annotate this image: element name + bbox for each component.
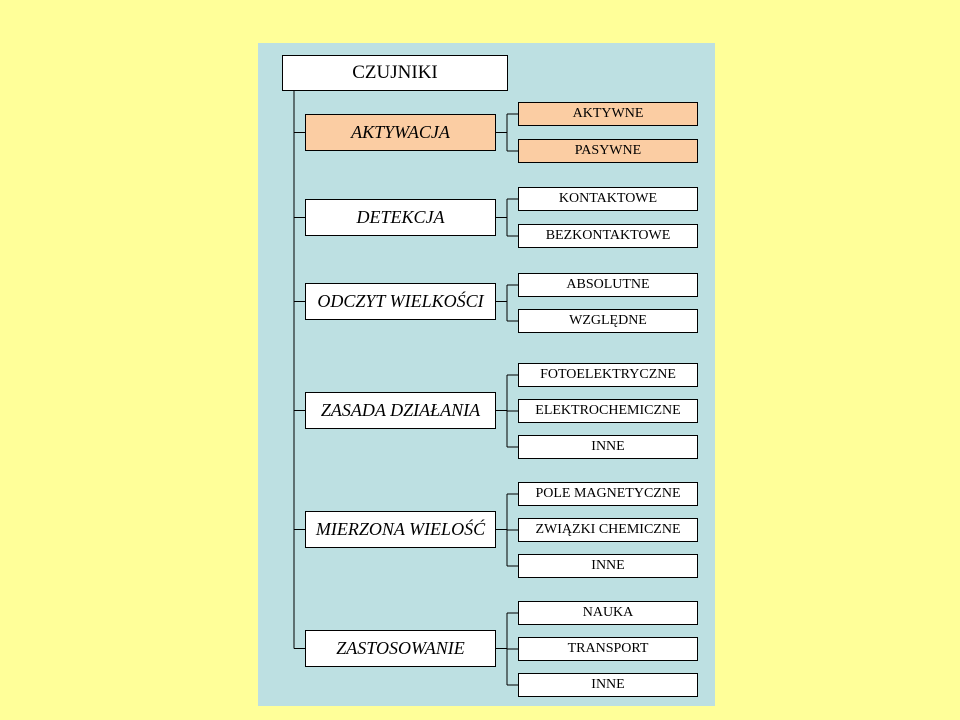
category-node: ZASADA DZIAŁANIA	[305, 392, 496, 429]
leaf-node: NAUKA	[518, 601, 698, 625]
leaf-node: FOTOELEKTRYCZNE	[518, 363, 698, 387]
leaf-node: PASYWNE	[518, 139, 698, 163]
leaf-node: KONTAKTOWE	[518, 187, 698, 211]
leaf-node: POLE MAGNETYCZNE	[518, 482, 698, 506]
leaf-node: INNE	[518, 554, 698, 578]
leaf-node: INNE	[518, 673, 698, 697]
leaf-node: ZWIĄZKI CHEMICZNE	[518, 518, 698, 542]
category-node: DETEKCJA	[305, 199, 496, 236]
category-node: MIERZONA WIELOŚĆ	[305, 511, 496, 548]
leaf-node: INNE	[518, 435, 698, 459]
category-node: ZASTOSOWANIE	[305, 630, 496, 667]
leaf-node: TRANSPORT	[518, 637, 698, 661]
leaf-node: WZGLĘDNE	[518, 309, 698, 333]
category-node: AKTYWACJA	[305, 114, 496, 151]
leaf-node: BEZKONTAKTOWE	[518, 224, 698, 248]
leaf-node: ABSOLUTNE	[518, 273, 698, 297]
leaf-node: AKTYWNE	[518, 102, 698, 126]
category-node: ODCZYT WIELKOŚCI	[305, 283, 496, 320]
root-node: CZUJNIKI	[282, 55, 508, 91]
leaf-node: ELEKTROCHEMICZNE	[518, 399, 698, 423]
